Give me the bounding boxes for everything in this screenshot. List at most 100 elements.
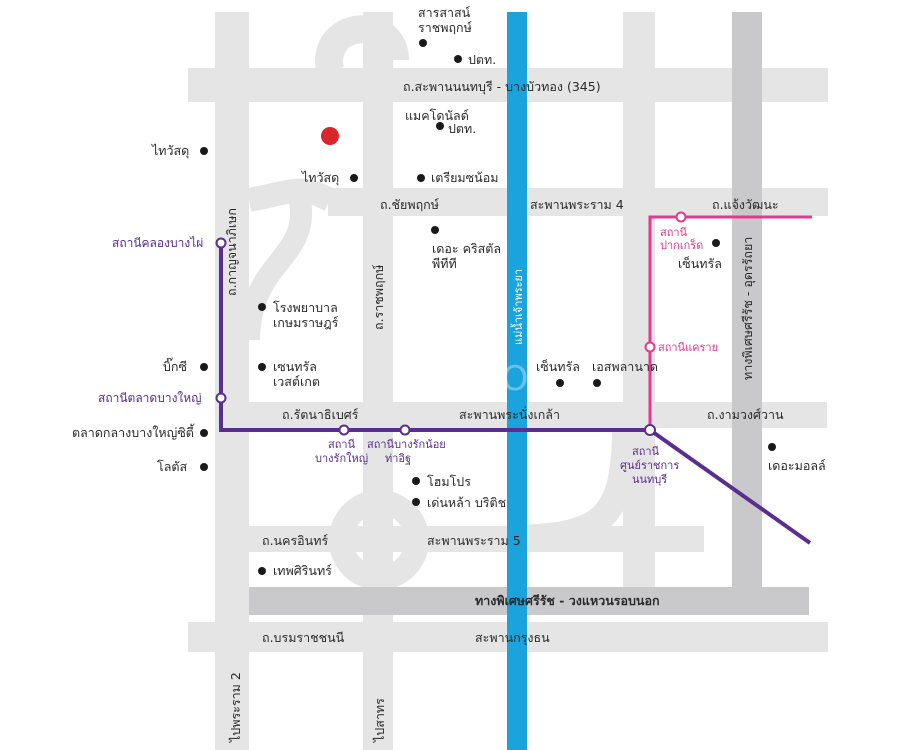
station-labels: สถานีคลองบางไผ่ สถานีตลาดบางใหญ่ สถานี บ… xyxy=(98,226,718,486)
label-station-nonthaburi-1: สถานี xyxy=(632,445,660,458)
label-chaengwattana: ถ.แจ้งวัฒนะ xyxy=(712,197,779,212)
label-mcdonald-2: ปตท. xyxy=(448,121,476,136)
purple-line xyxy=(219,243,812,545)
station-nonthaburi-center[interactable] xyxy=(644,424,656,436)
label-hospital-2: เกษมราษฎร์ xyxy=(273,315,339,330)
label-nakhon-in: ถ.นครอินทร์ xyxy=(262,533,328,548)
place-labels: สารสาสน์ ราชพฤกษ์ ปตท. แมคโดนัลด์ ปตท. ไ… xyxy=(72,5,826,578)
label-to-rama2: ไปพระราม 2 xyxy=(228,672,243,743)
poi-dot-dentalla[interactable] xyxy=(412,498,420,506)
poi-dot-thaiwatsadu-left[interactable] xyxy=(200,147,208,155)
poi-dot-mcdonald[interactable] xyxy=(436,122,444,130)
label-thaiwatsadu-left: ไทวัสดุ xyxy=(151,143,189,159)
poi-dot-hospital[interactable] xyxy=(258,303,266,311)
transit-lines xyxy=(219,215,812,545)
label-the-mall: เดอะมอลล์ xyxy=(768,458,826,473)
poi-dot-crystal[interactable] xyxy=(431,226,439,234)
label-saphan-nangklao: สะพานพระนั่งเกล้า xyxy=(459,406,560,422)
watermark: T O W N xyxy=(469,359,609,399)
label-bigc: บิ๊กซี xyxy=(163,357,187,374)
label-station-khae-rai: สถานีแคราย xyxy=(658,341,718,354)
station-talad-bang-yai[interactable] xyxy=(215,392,227,404)
label-rattanathibet: ถ.รัตนาธิเบศร์ xyxy=(282,407,359,422)
label-saphan-rama5: สะพานพระราม 5 xyxy=(427,533,521,548)
stations xyxy=(215,211,687,436)
road-curve-east xyxy=(519,427,638,551)
label-crystal-2: พีทีที xyxy=(432,256,457,271)
poi-dot-the-mall[interactable] xyxy=(768,443,776,451)
river-chao-phraya xyxy=(507,12,527,750)
label-talad-bangyai: ตลาดกลางบางใหญ่ซิตี้ xyxy=(72,423,195,440)
poi-dot-triam-nom[interactable] xyxy=(417,174,425,182)
poi-dot-esplanade[interactable] xyxy=(593,379,601,387)
pink-line xyxy=(648,215,812,430)
label-to-sathon: ไปสาทร xyxy=(372,698,387,743)
label-lotus: โลตัส xyxy=(157,459,187,474)
road-nakhon-in xyxy=(249,526,704,552)
label-station-nonthaburi-2: ศูนย์ราชการ xyxy=(620,459,679,472)
label-station-bang-rak-yai-2: บางรักใหญ่ xyxy=(315,452,368,465)
label-station-talad-bang-yai: สถานีตลาดบางใหญ่ xyxy=(98,391,201,405)
roundabout xyxy=(329,490,429,590)
label-hospital-1: โรงพยาบาล xyxy=(273,300,338,315)
road-labels: ถ.สะพานนนทบุรี - บางบัวทอง (345) ถ.ชัยพฤ… xyxy=(224,79,784,743)
label-station-khlong-bang-phai: สถานีคลองบางไผ่ xyxy=(112,236,203,250)
road-loop-top xyxy=(315,15,409,73)
label-kanchanaphisek: ถ.กาญจนาภิเษก xyxy=(224,208,239,296)
label-station-pak-kret-2: ปากเกร็ด xyxy=(660,238,703,252)
poi-dots xyxy=(200,39,776,575)
poi-dot-central-pakkret[interactable] xyxy=(712,239,720,247)
label-crystal-1: เดอะ คริสตัล xyxy=(432,241,501,256)
label-central-west-2: เวสต์เกต xyxy=(273,374,320,389)
label-outer-ring: ทางพิเศษศรีรัช - วงแหวนรอบนอก xyxy=(475,593,660,608)
label-ngamwongwan: ถ.งามวงศ์วาน xyxy=(707,407,784,422)
label-central-east: เซ็นทรัล xyxy=(536,359,580,374)
station-bang-rak-yai[interactable] xyxy=(338,424,350,436)
station-khlong-bang-phai[interactable] xyxy=(215,237,227,249)
label-central-pakkret: เซ็นทรัล xyxy=(678,256,722,271)
road-rattanathibet xyxy=(249,402,827,428)
label-borommaratchachonnani: ถ.บรมราชชนนี xyxy=(262,630,345,645)
station-pak-kret[interactable] xyxy=(675,211,687,223)
label-sarasas-2: ราชพฤกษ์ xyxy=(418,20,472,35)
label-station-pak-kret-1: สถานี xyxy=(660,226,688,239)
label-mcdonald-1: แมคโดนัลด์ xyxy=(405,108,469,123)
label-saphan-krungthon: สะพานกรุงธน xyxy=(475,630,550,646)
poi-dot-homepro[interactable] xyxy=(412,477,420,485)
label-central-west-1: เซนทรัล xyxy=(273,359,317,374)
project-location-marker[interactable] xyxy=(321,127,339,145)
label-dentalla: เด่นหล้า บริติช xyxy=(427,495,506,510)
label-chao-phraya: แม่น้ำเจ้าพระยา xyxy=(510,269,525,345)
poi-dot-central-west[interactable] xyxy=(258,363,266,371)
label-homepro: โฮมโปร xyxy=(427,474,471,489)
label-triam-nom: เตรียมซน้อม xyxy=(431,170,498,185)
label-ratchaphruek: ถ.ราชพฤกษ์ xyxy=(371,264,386,330)
expressway-outer-ring xyxy=(249,587,809,615)
poi-dot-bigc[interactable] xyxy=(200,363,208,371)
label-thaiwatsadu-mid: ไทวัสดุ xyxy=(301,170,339,186)
label-chaiyaphruek: ถ.ชัยพฤกษ์ xyxy=(380,197,439,212)
label-station-bang-rak-noi-2: ท่าอิฐ xyxy=(385,452,411,465)
label-esplanade: เอสพลานาด xyxy=(592,359,658,374)
road-curve-west xyxy=(246,178,336,212)
poi-dot-central-east[interactable] xyxy=(556,379,564,387)
poi-dot-talad-bangyai[interactable] xyxy=(200,429,208,437)
poi-dot-ptt-top[interactable] xyxy=(454,55,462,63)
station-khae-rai[interactable] xyxy=(644,341,656,353)
label-tiwanon-udon: ทางพิเศษศรีรัช - อุดรรัถยา xyxy=(740,237,756,380)
label-saphan-rama4: สะพานพระราม 4 xyxy=(530,197,624,212)
station-bang-rak-noi[interactable] xyxy=(399,424,411,436)
poi-dot-lotus[interactable] xyxy=(200,463,208,471)
label-station-nonthaburi-3: นนทบุรี xyxy=(632,473,667,486)
road-curve-west-2 xyxy=(238,198,313,341)
label-thep-srin: เทพศิรินทร์ xyxy=(273,563,332,578)
label-sarasas-1: สารสาสน์ xyxy=(418,5,471,20)
label-station-bang-rak-yai-1: สถานี xyxy=(328,438,356,451)
poi-dot-thep-srin[interactable] xyxy=(258,567,266,575)
poi-dot-thaiwatsadu-mid[interactable] xyxy=(350,174,358,182)
label-road-345: ถ.สะพานนนทบุรี - บางบัวทอง (345) xyxy=(403,79,601,95)
label-ptt-top: ปตท. xyxy=(468,52,496,67)
label-station-bang-rak-noi-1: สถานีบางรักน้อย xyxy=(367,438,446,451)
poi-dot-sarasas[interactable] xyxy=(419,39,427,47)
